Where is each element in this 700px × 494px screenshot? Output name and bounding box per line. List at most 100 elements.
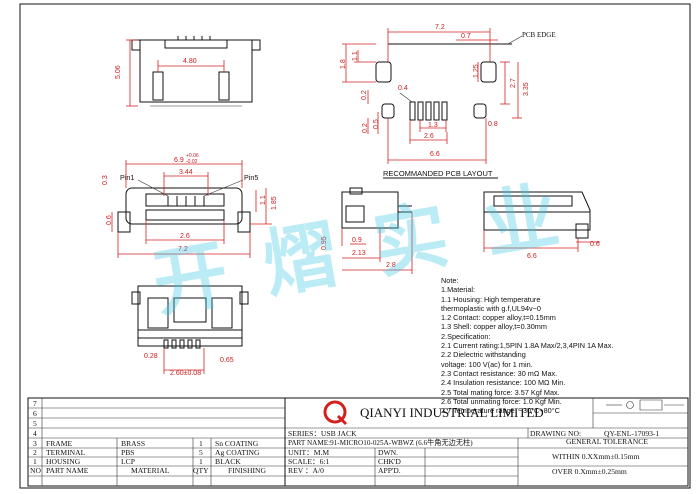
pcb-layout: PCB EDGE 7.2 0.7 1.8 1.1 0.2 0.4 1.25 2.… xyxy=(340,24,556,179)
title-block-grid xyxy=(27,397,689,487)
front-dim-1-85: 1.85 xyxy=(271,196,278,210)
part-finishing: BLACK xyxy=(215,457,241,466)
front-dim-0-3: 0.3 xyxy=(102,175,109,185)
general-tolerance: GENERAL TOLERANCE xyxy=(566,437,648,446)
part-material: PBS xyxy=(121,448,135,457)
rev-row-6: 6 xyxy=(33,409,37,418)
tolerance-over: OVER 0.Xmm±0.25mm xyxy=(552,467,627,476)
note-line: 1.3 Shell: copper alloy,t=0.30mm xyxy=(441,322,547,332)
bottom-dim-2-60: 2.60±0.08 xyxy=(170,370,201,377)
front-dim-0-6: 0.6 xyxy=(106,215,113,225)
note-line: 1.2 Contact: copper alloy,t=0.15mm xyxy=(441,313,556,323)
sheet-border xyxy=(19,3,691,489)
scale-label: SCALE：6:1 xyxy=(288,457,330,466)
part-name-label: PART NAME:91-MICRO10-025A-WBWZ (6.6牛角无边无… xyxy=(288,439,473,447)
appd-label: APP'D. xyxy=(378,466,401,475)
pcb-dim-1-3: 1.3 xyxy=(428,122,438,129)
note-line: 2.4 Insulation resistance: 100 MΩ Min. xyxy=(441,378,566,388)
part-name: FRAME xyxy=(46,439,73,448)
series-label: SERIES：USB JACK xyxy=(288,429,357,438)
part-no: 3 xyxy=(33,439,37,448)
pcb-dim-1-8: 1.8 xyxy=(340,59,347,69)
side-dim-0-9: 0.9 xyxy=(352,237,362,244)
header-no: NO xyxy=(30,466,41,475)
part-no: 2 xyxy=(33,448,37,457)
dwn-label: DWN. xyxy=(378,448,399,457)
header-part-name: PART NAME xyxy=(46,466,89,475)
front-dim-3-44: 3.44 xyxy=(179,169,193,176)
note-line: 2.3 Contact resistance: 30 mΩ Max. xyxy=(441,368,558,378)
front-dim-tol-plus: +0.06 xyxy=(186,153,199,159)
drawing-no-label: DRAWING NO: xyxy=(530,429,582,438)
pcb-dim-2-6: 2.6 xyxy=(424,133,434,140)
top-height-dim: 5.06 xyxy=(115,65,122,79)
pcb-edge-label: PCB EDGE xyxy=(522,31,556,39)
rev-row-4: 4 xyxy=(33,429,37,438)
pcb-dim-0-7: 0.7 xyxy=(461,33,471,40)
pin5-label: Pin5 xyxy=(244,173,258,182)
pcb-dim-0-2b: 0.2 xyxy=(362,123,369,133)
note-line: 2.7 Temperature range: −30°C~80°C xyxy=(441,406,560,416)
side-view: 0.95 0.9 2.13 2.8 xyxy=(321,187,413,274)
front-view: Pin1 Pin5 6.9 +0.06 -0.02 3.44 0.3 0.6 1… xyxy=(102,153,278,258)
pcb-dim-3-35: 3.35 xyxy=(523,82,530,96)
side-dim-0-95: 0.95 xyxy=(321,236,328,250)
note-line: 1.1 Housing: High temperature xyxy=(441,294,541,304)
company-logo xyxy=(323,400,348,426)
pcb-dim-2-7: 2.7 xyxy=(510,78,517,88)
tolerance-within: WITHIN 0.XXmm±0.15mm xyxy=(552,452,640,461)
note-line: 1.Material: xyxy=(441,285,476,295)
part-material: LCP xyxy=(121,457,135,466)
rev-label: REV ：A/0 xyxy=(288,466,324,475)
note-line: thermoplastic with g.f,UL94v−0 xyxy=(441,303,541,313)
pcb-dim-0-5: 0.5 xyxy=(373,119,380,129)
part-qty: 1 xyxy=(199,439,203,448)
pcb-dim-0-2a: 0.2 xyxy=(361,90,368,100)
part-finishing: Ag COATING xyxy=(215,448,260,457)
rear-view: 6.6 0.6 xyxy=(483,191,600,260)
header-material: MATERIAL xyxy=(131,466,170,475)
header-qty: QTY xyxy=(193,466,209,475)
pcb-dim-7-2: 7.2 xyxy=(435,24,445,31)
chkd-label: CHK'D xyxy=(378,457,401,466)
unit-label: UNIT：M.M xyxy=(288,448,330,457)
note-line: voltage: 100 V(ac) for 1 min. xyxy=(441,359,533,369)
pcb-dim-6-6: 6.6 xyxy=(430,151,440,158)
part-material: BRASS xyxy=(121,439,146,448)
header-finishing: FINISHING xyxy=(228,466,266,475)
notes-block: Note: 1.Material: 1.1 Housing: High temp… xyxy=(441,276,691,415)
side-dim-2-8: 2.8 xyxy=(386,262,396,269)
pcb-dim-1-1: 1.1 xyxy=(352,51,359,61)
part-name: HOUSING xyxy=(46,457,81,466)
bottom-dim-0-65: 0.65 xyxy=(220,357,234,364)
note-line: 2.5 Total mating force: 3.57 Kgf Max. xyxy=(441,387,560,397)
side-dim-2-13: 2.13 xyxy=(352,250,366,257)
rev-row-5: 5 xyxy=(33,419,37,428)
note-line: 2.6 Total unmating force: 1.0 Kgf Min. xyxy=(441,396,562,406)
front-dim-6-9: 6.9 xyxy=(174,157,184,164)
pcb-dim-1-25: 1.25 xyxy=(473,64,480,78)
front-dim-2-6: 2.6 xyxy=(180,233,190,240)
note-line: 2.2 Dielectric withstanding xyxy=(441,350,526,360)
front-dim-7-2: 7.2 xyxy=(178,246,188,253)
bottom-view: 0.28 0.65 2.60±0.08 xyxy=(131,285,249,377)
part-qty: 1 xyxy=(199,457,203,466)
part-no: 1 xyxy=(33,457,37,466)
rear-dim-0-6: 0.6 xyxy=(590,241,600,248)
pcb-dim-0-4: 0.4 xyxy=(398,85,408,92)
front-dim-1-1: 1.1 xyxy=(260,195,267,205)
top-width-dim: 4.80 xyxy=(183,58,197,65)
note-line: 2.Specification: xyxy=(441,331,491,341)
top-view: 4.80 5.06 xyxy=(115,36,261,107)
part-qty: 5 xyxy=(199,448,203,457)
drawing-no: QY-ENL-17093-1 xyxy=(604,429,660,438)
note-line: 2.1 Current rating:1,5PIN 1.8A Max/2,3,4… xyxy=(441,341,614,351)
front-dim-tol-minus: -0.02 xyxy=(186,159,198,165)
note-line: Note: xyxy=(441,276,459,285)
part-finishing: Sn COATING xyxy=(215,439,259,448)
rear-dim-6-6: 6.6 xyxy=(527,253,537,260)
pcb-dim-0-8: 0.8 xyxy=(488,121,498,128)
company-name: QIANYI INDUSTRIAL LIMITED xyxy=(360,405,544,420)
